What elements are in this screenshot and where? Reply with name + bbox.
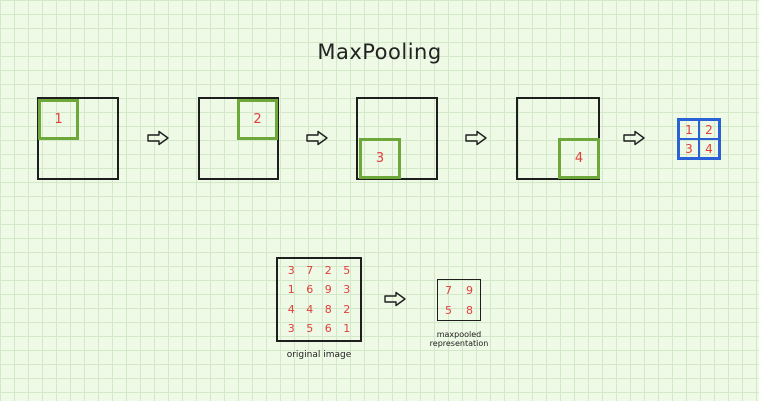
matrix-cell: 2: [324, 264, 332, 278]
arrow-right-icon: [623, 130, 645, 146]
pooling-window-step-2: 2: [237, 99, 278, 140]
maxpooled-caption-line-2: representation: [429, 339, 489, 348]
result-cell: 2: [699, 120, 719, 139]
original-image-caption: original image: [286, 350, 352, 360]
result-cell: 4: [699, 139, 719, 158]
matrix-cell: 5: [343, 264, 351, 278]
matrix-cell: 5: [445, 303, 452, 317]
matrix-cell: 9: [324, 283, 332, 297]
pooling-window-step-1: 1: [38, 99, 79, 140]
matrix-cell: 4: [287, 302, 295, 316]
diagram-title: MaxPooling: [317, 40, 442, 64]
original-image-matrix: 3 7 2 5 1 6 9 3 4 4 8 2 3 5 6 1: [276, 257, 362, 342]
matrix-cell: 1: [287, 283, 295, 297]
input-square-step-2: [198, 97, 279, 180]
matrix-cell: 6: [324, 321, 332, 335]
matrix-cell: 4: [306, 302, 314, 316]
matrix-cell: 9: [466, 283, 473, 297]
input-square-step-3: [356, 97, 438, 180]
pooling-window-step-4: 4: [558, 138, 600, 179]
matrix-cell: 1: [343, 321, 351, 335]
result-cell: 1: [679, 120, 699, 139]
maxpooled-caption-line-1: maxpooled: [436, 330, 482, 339]
matrix-cell: 6: [306, 283, 314, 297]
matrix-cell: 8: [466, 303, 473, 317]
arrow-right-icon: [306, 130, 328, 146]
matrix-cell: 7: [306, 264, 314, 278]
pooling-result-grid: 1 2 3 4: [677, 118, 721, 160]
arrow-right-icon: [147, 130, 169, 146]
matrix-cell: 3: [287, 264, 295, 278]
matrix-cell: 7: [445, 283, 452, 297]
maxpooled-caption: maxpooled representation: [414, 330, 504, 348]
result-cell: 3: [679, 139, 699, 158]
matrix-cell: 3: [343, 283, 351, 297]
matrix-cell: 3: [287, 321, 295, 335]
matrix-cell: 8: [324, 302, 332, 316]
arrow-right-icon: [384, 291, 406, 307]
pooling-window-step-3: 3: [359, 138, 401, 179]
arrow-right-icon: [465, 130, 487, 146]
maxpooled-matrix: 7 9 5 8: [437, 279, 481, 321]
matrix-cell: 2: [343, 302, 351, 316]
matrix-cell: 5: [306, 321, 314, 335]
